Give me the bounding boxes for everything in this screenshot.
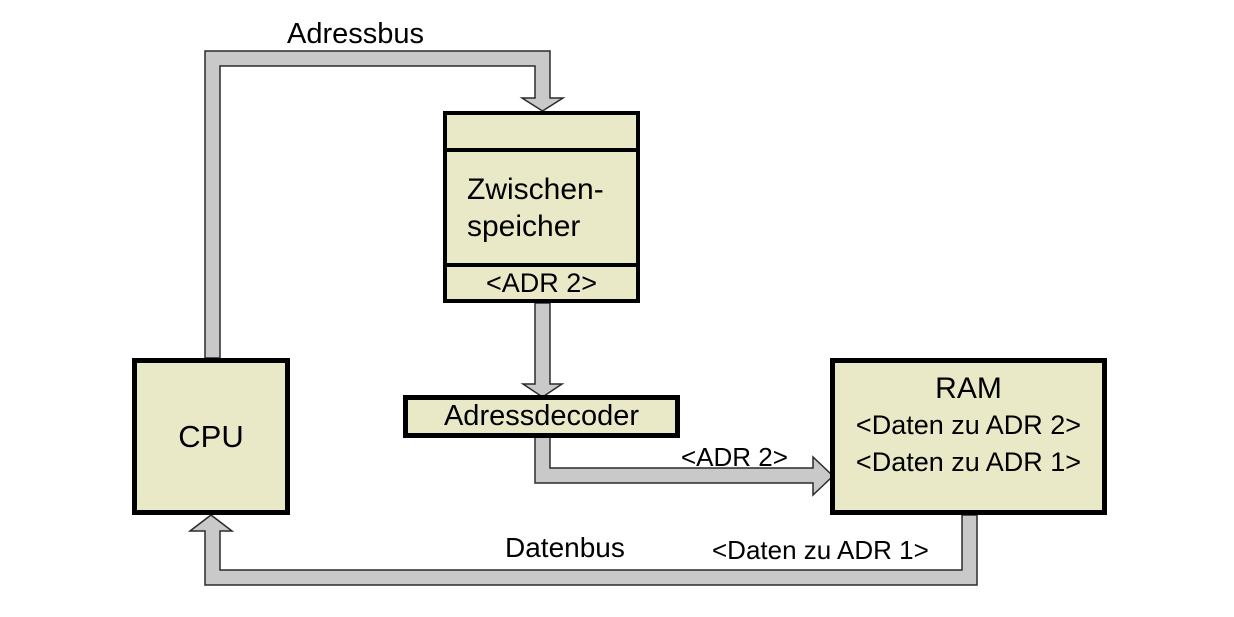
cpu-label: CPU xyxy=(178,418,244,454)
decoder-to-ram-arrow xyxy=(534,436,835,497)
ram-label: RAM xyxy=(935,372,1002,405)
datenbus-arrow xyxy=(187,514,978,586)
ram-cell-adr2: <Daten zu ADR 2> xyxy=(855,410,1082,440)
adressbus-label: Adressbus xyxy=(287,18,425,50)
datenbus-label: Datenbus xyxy=(505,532,625,563)
zwischenspeicher-name: Zwischen- speicher xyxy=(447,152,636,267)
adressdecoder-label: Adressdecoder xyxy=(443,400,640,432)
zwischenspeicher-box: Zwischen- speicher <ADR 2> xyxy=(443,111,640,303)
buffer-to-decoder-arrow xyxy=(520,302,565,398)
ram-cell-adr1: <Daten zu ADR 1> xyxy=(855,447,1082,477)
zwischenspeicher-address-slot: <ADR 2> xyxy=(485,267,598,298)
ram-box: RAM <Daten zu ADR 2> <Daten zu ADR 1> xyxy=(830,358,1107,515)
adressdecoder-box: Adressdecoder xyxy=(403,395,680,438)
daten-zu-adr1-bus-label: <Daten zu ADR 1> xyxy=(712,535,929,565)
adr2-bus-label: <ADR 2> xyxy=(681,442,788,472)
zwischenspeicher-name-line2: speicher xyxy=(467,209,581,243)
cpu-box: CPU xyxy=(132,358,290,515)
adressbus-arrow xyxy=(204,50,566,359)
zwischenspeicher-empty-slot xyxy=(447,115,636,152)
zwischenspeicher-name-line1: Zwischen- xyxy=(467,172,604,206)
